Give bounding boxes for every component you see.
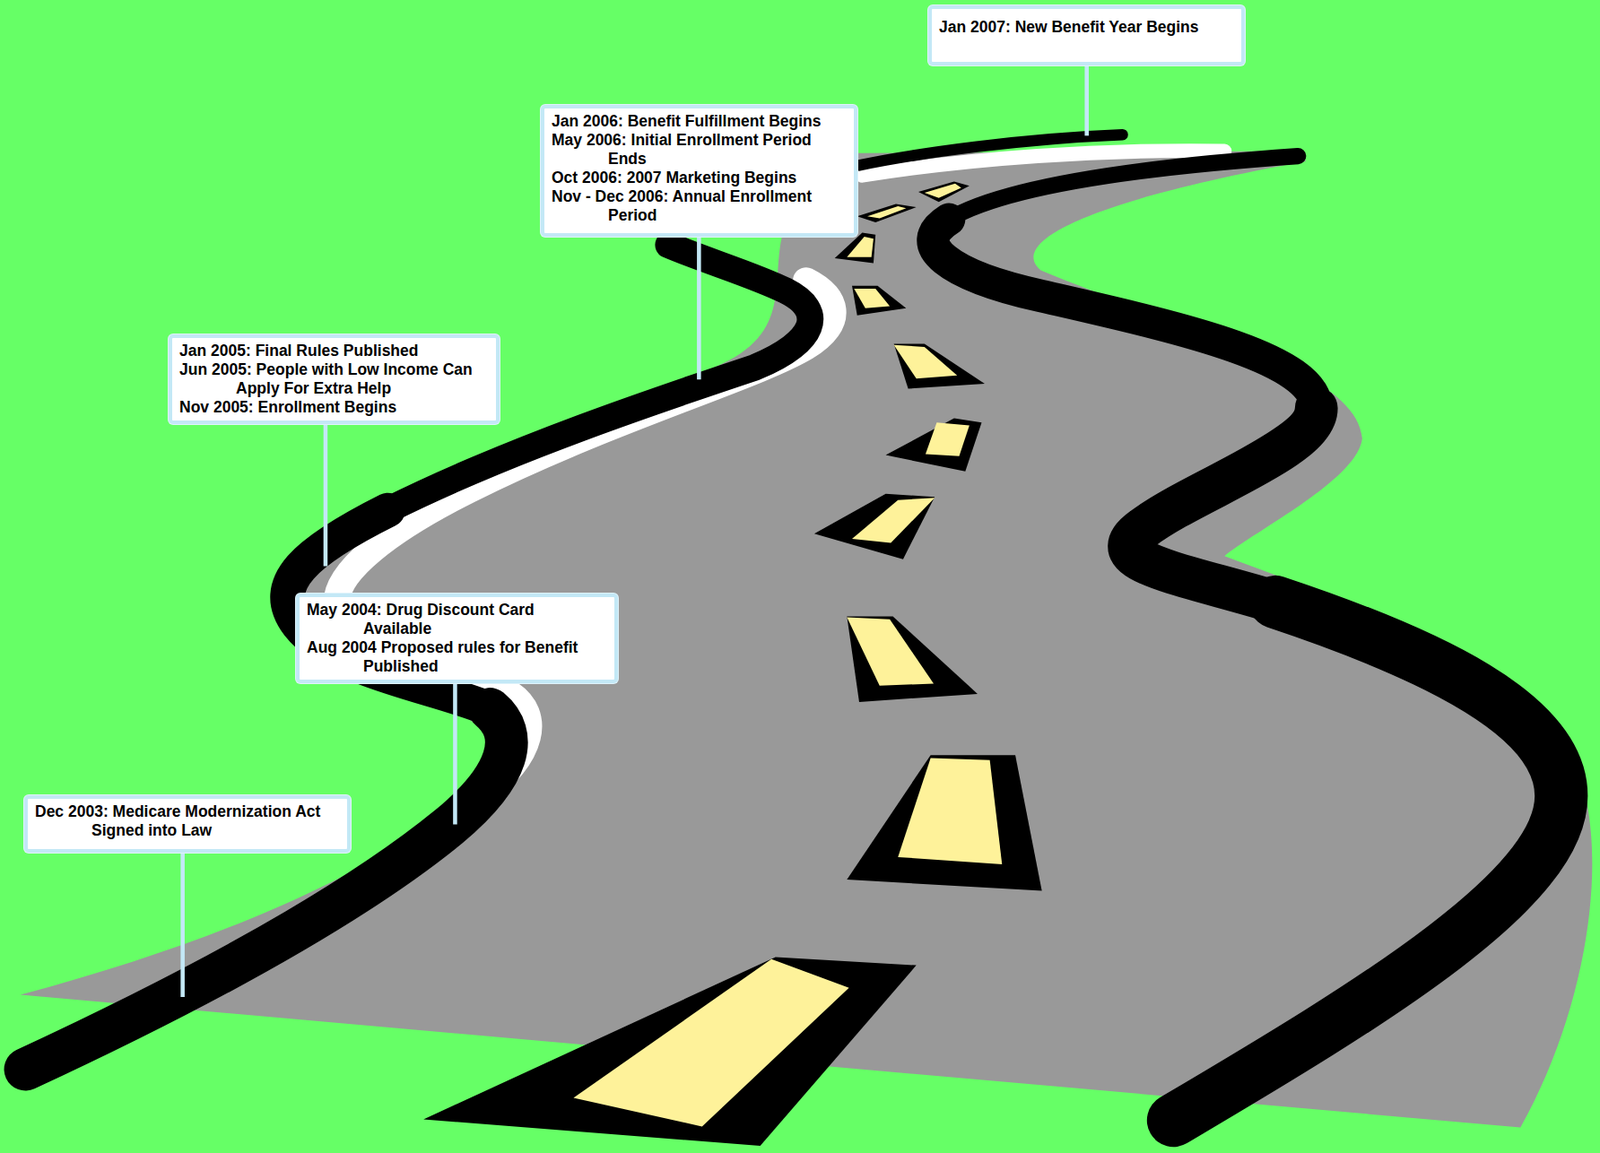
- road-edge: [1173, 601, 1561, 1121]
- road-edge: [932, 219, 1316, 409]
- lane-dash: [852, 497, 935, 543]
- callout-box: Jan 2006: Benefit Fulfillment BeginsMay …: [540, 104, 858, 237]
- dash-shadow: [857, 204, 917, 223]
- road-edge: [859, 134, 1123, 166]
- callout-box: May 2004: Drug Discount Card AvailableAu…: [295, 593, 618, 684]
- timeline-entry: Jan 2007: New Benefit Year Begins: [939, 17, 1227, 37]
- dash-shadow: [423, 956, 917, 1147]
- dash-shadow: [886, 418, 983, 472]
- dash-shadow: [846, 755, 1042, 891]
- timeline-entry: Jun 2005: People with Low Income Can App…: [179, 360, 489, 399]
- lane-dash: [846, 617, 934, 687]
- dash-shadow: [852, 286, 906, 316]
- lane-dash: [925, 422, 970, 457]
- timeline-entry: Nov - Dec 2006: Annual Enrollment Period: [551, 187, 835, 226]
- road-surface: [20, 150, 1593, 1128]
- road-edge: [25, 709, 506, 1070]
- timeline-entry: May 2006: Initial Enrollment Period Ends: [551, 130, 835, 169]
- timeline-entry: Jan 2006: Benefit Fulfillment Begins: [551, 112, 835, 131]
- dash-shadow: [834, 232, 877, 263]
- callout-box: Jan 2005: Final Rules PublishedJun 2005:…: [168, 334, 500, 425]
- dash-shadow: [846, 616, 978, 703]
- timeline-entry: Aug 2004 Proposed rules for Benefit Publ…: [306, 638, 608, 677]
- road-edge-right: [932, 156, 1561, 1121]
- lane-dash: [867, 206, 906, 219]
- timeline-entry: Jan 2005: Final Rules Published: [179, 341, 467, 361]
- road-edge: [948, 156, 1298, 220]
- dash-shadow: [918, 182, 970, 203]
- callout-box: Dec 2003: Medicare Modernization Act Sig…: [24, 795, 351, 853]
- lane-dash: [897, 758, 1002, 865]
- road-edge: [1129, 408, 1317, 602]
- lane-dash: [894, 345, 958, 380]
- timeline-entry: Dec 2003: Medicare Modernization Act Sig…: [34, 802, 340, 841]
- lane-dash: [853, 288, 890, 309]
- timeline-entry: Nov 2005: Enrollment Begins: [179, 398, 467, 418]
- timeline-entry: Oct 2006: 2007 Marketing Begins: [551, 168, 835, 188]
- callout-box: Jan 2007: New Benefit Year Begins: [928, 5, 1245, 66]
- lane-dash: [924, 183, 962, 199]
- timeline-entry: May 2004: Drug Discount Card Available: [306, 600, 567, 639]
- lane-dash: [573, 959, 849, 1128]
- lane-dash: [846, 236, 874, 258]
- dash-shadow: [814, 494, 935, 560]
- dash-shadow: [894, 344, 985, 390]
